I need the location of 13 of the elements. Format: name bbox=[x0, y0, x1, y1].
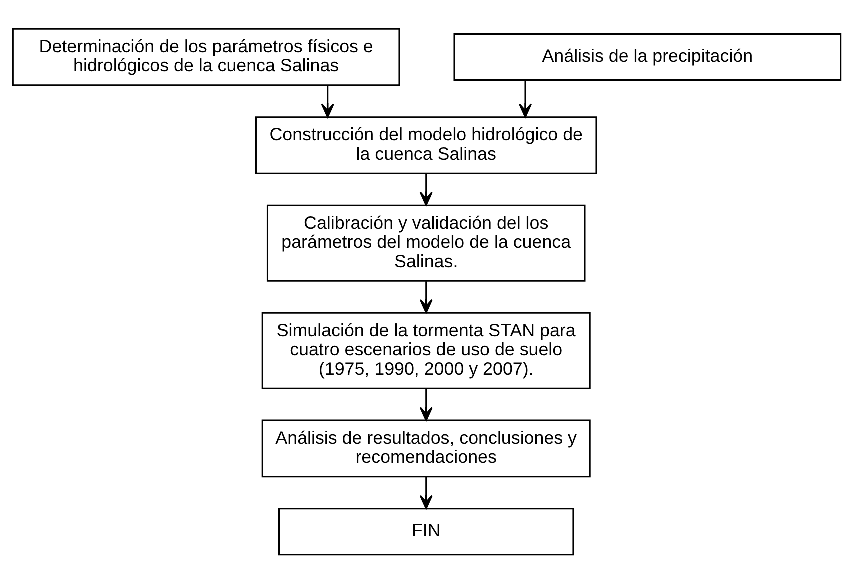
node-box: Análisis de resultados, conclusiones y recomendaciones bbox=[262, 419, 591, 478]
node-box: Determinación de los parámetros físicos e hidrológicos de la cuenca Salinas bbox=[12, 28, 400, 86]
arrow bbox=[420, 173, 433, 206]
node-box: Simulación de la tormenta STAN para cuatro escenarios de uso de suelo (1975, 1990, 2000 y 2007). bbox=[262, 312, 591, 389]
arrow bbox=[420, 281, 433, 314]
node-box: Análisis de la precipitación bbox=[454, 32, 842, 81]
arrow bbox=[420, 476, 433, 509]
arrow bbox=[321, 85, 334, 118]
node-box: Construcción del modelo hidrológico de la cuenca Salinas bbox=[255, 116, 598, 174]
arrow bbox=[420, 388, 433, 421]
node-box: FIN bbox=[278, 508, 574, 556]
node-box: Calibración y validación del los parámetros del modelo de la cuenca Salinas. bbox=[266, 204, 586, 282]
arrow bbox=[518, 80, 532, 118]
